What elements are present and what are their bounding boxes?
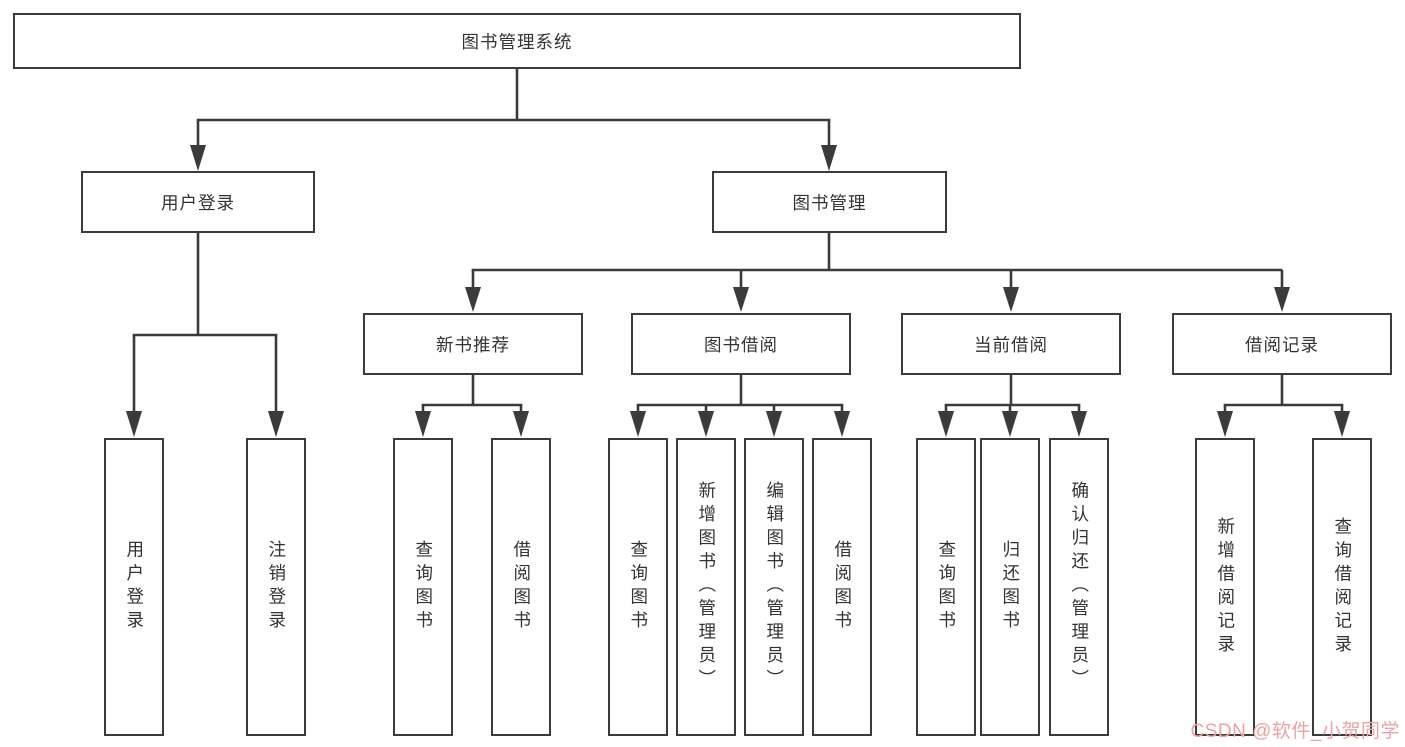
leaf-confirm-return-admin-label: 确认归还（管理员）: [1069, 481, 1090, 693]
node-book-borrow: 图书借阅: [631, 313, 851, 375]
leaf-query-books-borrow-label: 查询图书: [628, 540, 649, 634]
leaf-query-borrow-record-label: 查询借阅记录: [1332, 516, 1353, 658]
node-borrow-records: 借阅记录: [1172, 313, 1392, 375]
leaf-add-borrow-record: 新增借阅记录: [1195, 438, 1255, 736]
leaf-query-books-recommend: 查询图书: [393, 438, 453, 736]
leaf-add-book-admin: 新增图书（管理员）: [676, 438, 736, 736]
leaf-logout-login-label: 注销登录: [266, 540, 287, 634]
csdn-watermark: CSDN @软件_小贺同学: [1190, 721, 1400, 742]
node-current-borrow: 当前借阅: [901, 313, 1121, 375]
leaf-borrow-books-borrow: 借阅图书: [812, 438, 872, 736]
leaf-edit-book-admin: 编辑图书（管理员）: [744, 438, 804, 736]
leaf-user-login-label: 用户登录: [124, 540, 145, 634]
leaf-query-books-current-label: 查询图书: [936, 540, 957, 634]
leaf-confirm-return-admin: 确认归还（管理员）: [1049, 438, 1109, 736]
leaf-query-books-recommend-label: 查询图书: [413, 540, 434, 634]
node-user-login: 用户登录: [81, 171, 315, 233]
leaf-edit-book-admin-label: 编辑图书（管理员）: [764, 481, 785, 693]
node-library-system: 图书管理系统: [13, 13, 1021, 69]
leaf-query-borrow-record: 查询借阅记录: [1312, 438, 1372, 736]
leaf-borrow-books-recommend: 借阅图书: [491, 438, 551, 736]
leaf-return-books-label: 归还图书: [1000, 540, 1021, 634]
leaf-add-borrow-record-label: 新增借阅记录: [1215, 516, 1236, 658]
leaf-borrow-books-recommend-label: 借阅图书: [511, 540, 532, 634]
leaf-logout-login: 注销登录: [246, 438, 306, 736]
leaf-query-books-borrow: 查询图书: [608, 438, 668, 736]
leaf-add-book-admin-label: 新增图书（管理员）: [696, 481, 717, 693]
leaf-query-books-current: 查询图书: [916, 438, 976, 736]
leaf-return-books: 归还图书: [980, 438, 1040, 736]
leaf-user-login: 用户登录: [104, 438, 164, 736]
node-new-book-recommend: 新书推荐: [363, 313, 583, 375]
node-book-management: 图书管理: [712, 171, 947, 233]
leaf-borrow-books-borrow-label: 借阅图书: [832, 540, 853, 634]
